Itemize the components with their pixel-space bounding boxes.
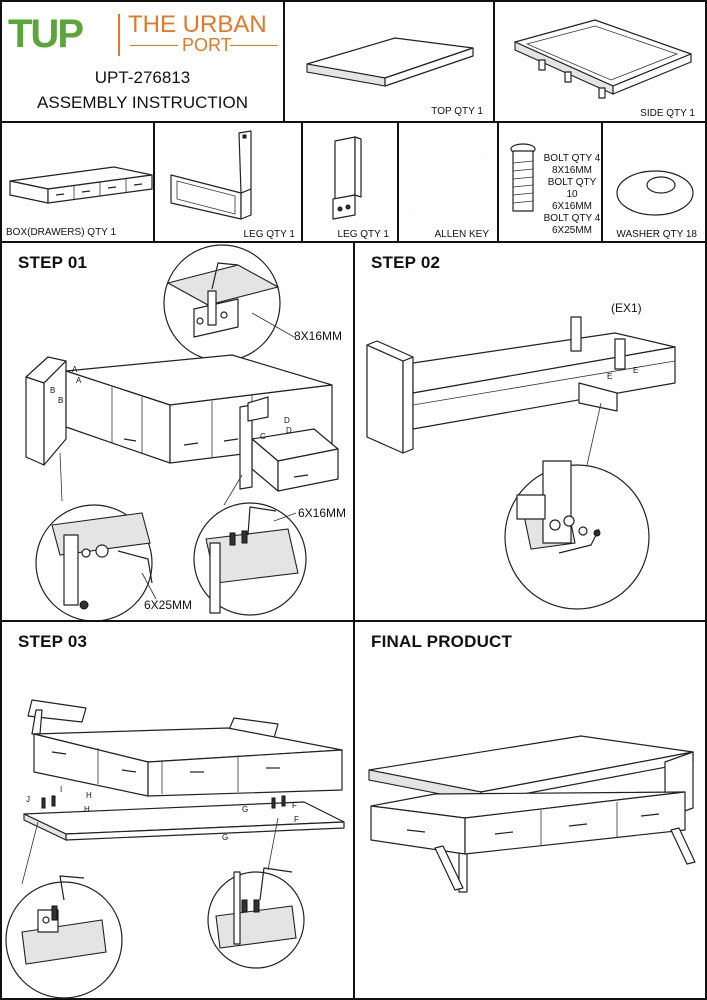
side-panel-drawing (495, 2, 707, 123)
u-leg-drawing (155, 123, 303, 243)
logo: TUP THE URBAN PORT (8, 10, 278, 58)
part-letter: E (633, 366, 639, 375)
part-letter: F (292, 801, 297, 810)
brand-rule (130, 45, 178, 46)
bolt-line: BOLT QTY 4 (543, 213, 601, 224)
post-leg-drawing (303, 123, 399, 243)
part-letter: A (76, 376, 82, 385)
label-top: TOP QTY 1 (431, 106, 483, 117)
part-leg-post: LEG QTY 1 (301, 121, 399, 243)
part-letter: B (58, 396, 64, 405)
callout-ex1: (EX1) (611, 301, 642, 315)
final-product-title: FINAL PRODUCT (371, 632, 513, 651)
part-letter: H (84, 805, 90, 814)
label-washer: WASHER QTY 18 (616, 229, 697, 240)
part-letter: J (26, 795, 30, 804)
part-box: BOX(DRAWERS) QTY 1 (0, 121, 155, 243)
bolt-line: BOLT QTY 10 (547, 177, 597, 200)
label-leg-post: LEG QTY 1 (337, 229, 389, 240)
brand-line-2: PORT (182, 35, 232, 55)
part-letter: F (294, 815, 299, 824)
brand-line-1: THE URBAN (128, 11, 267, 38)
allen-key-drawing (399, 123, 499, 243)
callout-8x16: 8X16MM (294, 329, 343, 343)
bolt-line: 8X16MM (551, 165, 592, 176)
part-letter: A (72, 365, 78, 374)
step-01-drawing (2, 243, 355, 620)
label-box: BOX(DRAWERS) QTY 1 (6, 227, 117, 238)
bolt-line: BOLT QTY 4 (543, 153, 601, 164)
washer-drawing (603, 123, 707, 243)
part-letter: I (60, 785, 63, 794)
step-02-drawing (355, 243, 707, 622)
step-03-title: STEP 03 (18, 632, 88, 651)
brand-rule-right (230, 45, 278, 46)
logo-mark: TUP (8, 12, 84, 56)
part-letter: D (284, 416, 290, 425)
part-top: TOP QTY 1 (283, 0, 495, 123)
bolt-line: 6X16MM (551, 201, 592, 212)
part-side: SIDE QTY 1 (493, 0, 707, 123)
part-washer: WASHER QTY 18 (601, 121, 707, 243)
step-02-title: STEP 02 (371, 253, 441, 272)
step-01-panel: STEP 01 (0, 241, 355, 622)
part-letter: D (286, 426, 292, 435)
part-letter: B (50, 386, 56, 395)
part-letter: E (607, 372, 613, 381)
part-leg-u: LEG QTY 1 (153, 121, 303, 243)
final-product-panel: FINAL PRODUCT (353, 620, 707, 1000)
step-02-panel: STEP 02 (EX1) E E (353, 241, 707, 622)
logo-divider (118, 14, 120, 56)
part-letter: H (86, 791, 92, 800)
callout-6x16: 6X16MM (298, 506, 347, 520)
final-product-drawing (355, 622, 707, 1000)
model-number: UPT-276813 (94, 68, 191, 87)
bolt-drawing (499, 123, 603, 243)
step-03-panel: STEP 03 (0, 620, 355, 1000)
step-03-drawing (2, 622, 355, 1000)
part-letter: C (260, 432, 266, 441)
callout-6x25: 6X25MM (144, 598, 193, 612)
label-allen-key: ALLEN KEY (434, 229, 489, 240)
label-leg-u: LEG QTY 1 (243, 229, 295, 240)
drawer-box-drawing (2, 123, 155, 243)
header-panel: TUP THE URBAN PORT UPT-276813 ASSEMBLY I… (0, 0, 285, 123)
part-letter: G (242, 805, 249, 814)
part-allen-key: ALLEN KEY (397, 121, 499, 243)
document-title: ASSEMBLY INSTRUCTION (37, 93, 248, 112)
bolt-line: 6X25MM (551, 225, 592, 236)
label-side: SIDE QTY 1 (640, 108, 695, 119)
part-letter: G (222, 833, 229, 842)
top-panel-drawing (285, 2, 495, 123)
bolt-list: BOLT QTY 4 8X16MM BOLT QTY 10 6X16MM BOL… (541, 153, 601, 237)
part-bolts: BOLT QTY 4 8X16MM BOLT QTY 10 6X16MM BOL… (497, 121, 603, 243)
step-01-title: STEP 01 (18, 253, 88, 272)
